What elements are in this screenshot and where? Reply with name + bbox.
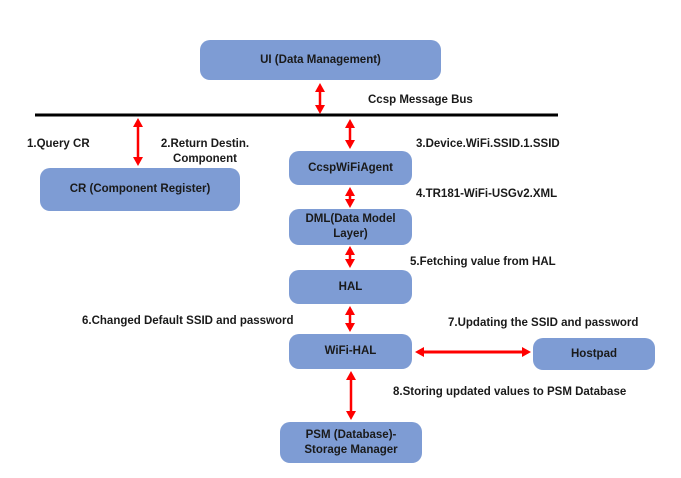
node-label: CcspWiFiAgent [308,161,393,174]
node-label: HAL [338,280,363,293]
arrow-head-down [345,199,355,208]
node-label-line1: DML(Data Model [305,213,396,226]
arrow-head-up [133,118,143,127]
arrow-head-left [415,347,424,357]
arrow-head-up [345,246,355,255]
arrow-head-up [345,187,355,196]
arrow-head-up [346,371,356,380]
step5-label: 5.Fetching value from HAL [410,256,556,268]
node-label-line2: Storage Manager [304,443,398,456]
step8-label: 8.Storing updated values to PSM Database [393,386,627,398]
arrow-head-up [315,83,325,92]
step2-line2: Component [173,152,237,165]
node-label-line2: Layer) [333,228,368,240]
node-hal: HAL [289,270,412,304]
step4-label: 4.TR181-WiFi-USGv2.XML [416,188,558,200]
node-label: CR (Component Register) [69,183,211,196]
node-wifi-hal: WiFi-HAL [289,334,412,369]
node-hostpad: Hostpad [533,338,655,370]
node-ui-data-management: UI (Data Management) [200,40,441,80]
node-label-line1: PSM (Database)- [305,428,397,441]
step2-line1: 2.Return Destin. [160,138,250,150]
step6-label: 6.Changed Default SSID and password [82,315,294,327]
node-label: Hostpad [571,347,617,360]
step2-label: 2.Return Destin. Component [152,137,258,167]
node-psm-storage-manager: PSM (Database)- Storage Manager [280,422,422,463]
node-ccsp-wifi-agent: CcspWiFiAgent [289,151,412,185]
step7-label: 7.Updating the SSID and password [448,317,639,329]
arrow-head-down [315,105,325,114]
arrow-head-down [133,157,143,166]
node-label: UI (Data Management) [260,53,381,66]
arrow-head-down [345,323,355,332]
arrow-ccspwifiagent-dml [345,187,355,208]
arrow-wifihal-hostpad [415,347,531,357]
arrow-bus-ccspwifiagent [345,119,355,149]
arrow-wifihal-psm [346,371,356,420]
arrow-head-right [522,347,531,357]
node-cr-component-register: CR (Component Register) [40,168,240,211]
arrow-head-down [346,411,356,420]
ccsp-message-bus-label: Ccsp Message Bus [368,94,473,106]
node-label: WiFi-HAL [324,345,377,358]
arrow-head-up [345,119,355,128]
arrow-ui-bus [315,83,325,114]
arrow-head-up [345,306,355,315]
arrow-dml-hal [345,246,355,268]
arrow-bus-cr [133,118,143,166]
step3-label: 3.Device.WiFi.SSID.1.SSID [416,138,560,150]
arrow-head-down [345,259,355,268]
arrow-hal-wifihal [345,306,355,332]
arrow-head-down [345,140,355,149]
node-dml-data-model-layer: DML(Data Model Layer) [289,209,412,245]
step1-label: 1.Query CR [27,138,90,150]
